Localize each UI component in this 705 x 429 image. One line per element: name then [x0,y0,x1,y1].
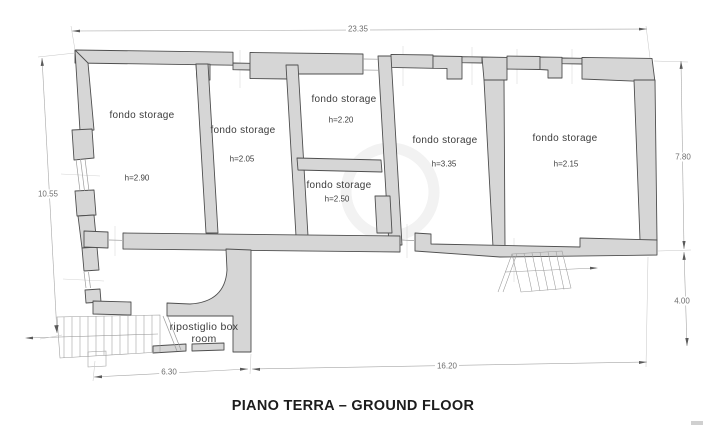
wall-segment [633,79,658,241]
extension-lines [37,25,692,382]
corner-watermark [691,421,703,425]
dimension-label-right-lower: 4.00 [672,296,692,306]
dimension-label-right-upper: 7.80 [673,152,693,162]
room-label-storage-6: fondo storage [532,133,598,145]
wall-segment [122,232,401,253]
stair-direction-line [504,267,597,273]
room-label-storage-2: fondo storage [210,125,276,137]
plan-title: PIANO TERRA – GROUND FLOOR [231,398,475,414]
wall-segment [581,56,656,83]
window-sill [461,56,483,64]
pilaster [71,128,95,161]
wall-segment [74,49,234,66]
wall-segment [296,157,383,173]
stair-direction-arrow-icon [590,266,598,270]
dimension-lines [40,27,689,379]
door-threshold [191,342,225,352]
window-jamb [432,55,463,80]
wall-segment [390,53,434,69]
wall-segment [83,230,109,249]
wall-segment [81,246,100,272]
window-jamb [539,56,563,79]
room-height-storage-5: h=3.35 [431,159,457,169]
wall-segment [166,248,252,353]
dimension-label-bottom-right: 16.20 [434,361,460,371]
wall-segment [483,79,506,248]
wall-segment [249,52,364,80]
dimension-label-left-height: 10.55 [35,189,61,199]
room-height-storage-4: h=2.50 [324,194,350,204]
staircase-right [497,250,598,293]
wall-segment [92,300,132,316]
wall-segment [481,56,508,81]
dimension-label-total-width: 23.35 [345,24,371,34]
floor-plan-walls [71,49,658,354]
pilaster [74,189,97,217]
room-height-storage-1: h=2.90 [124,173,150,183]
window-sill [561,57,583,65]
room-height-storage-3: h=2.20 [328,115,354,125]
room-height-storage-2: h=2.05 [229,154,255,164]
room-label-box-room: ripostiglio box room [169,320,239,345]
stair-direction-arrow-icon [25,336,33,340]
room-height-storage-6: h=2.15 [553,159,579,169]
dimension-label-bottom-left: 6.30 [159,367,179,377]
pilaster [374,195,393,234]
construction-ticks [60,46,573,282]
room-label-storage-5: fondo storage [412,135,478,147]
stair-direction-line [26,333,159,339]
wall-segment [74,49,95,132]
wall-segment [195,63,219,234]
door-threshold [232,62,251,71]
room-label-storage-3: fondo storage [311,94,377,106]
wall-segment [377,55,403,246]
windows [75,58,415,352]
wall-segment [414,232,658,258]
wall-segment [506,55,541,70]
wall-segment [285,64,309,237]
room-label-storage-1: fondo storage [109,110,175,122]
staircase-left [25,314,161,368]
room-label-storage-4: fondo storage [306,180,372,192]
door-threshold [152,343,187,354]
